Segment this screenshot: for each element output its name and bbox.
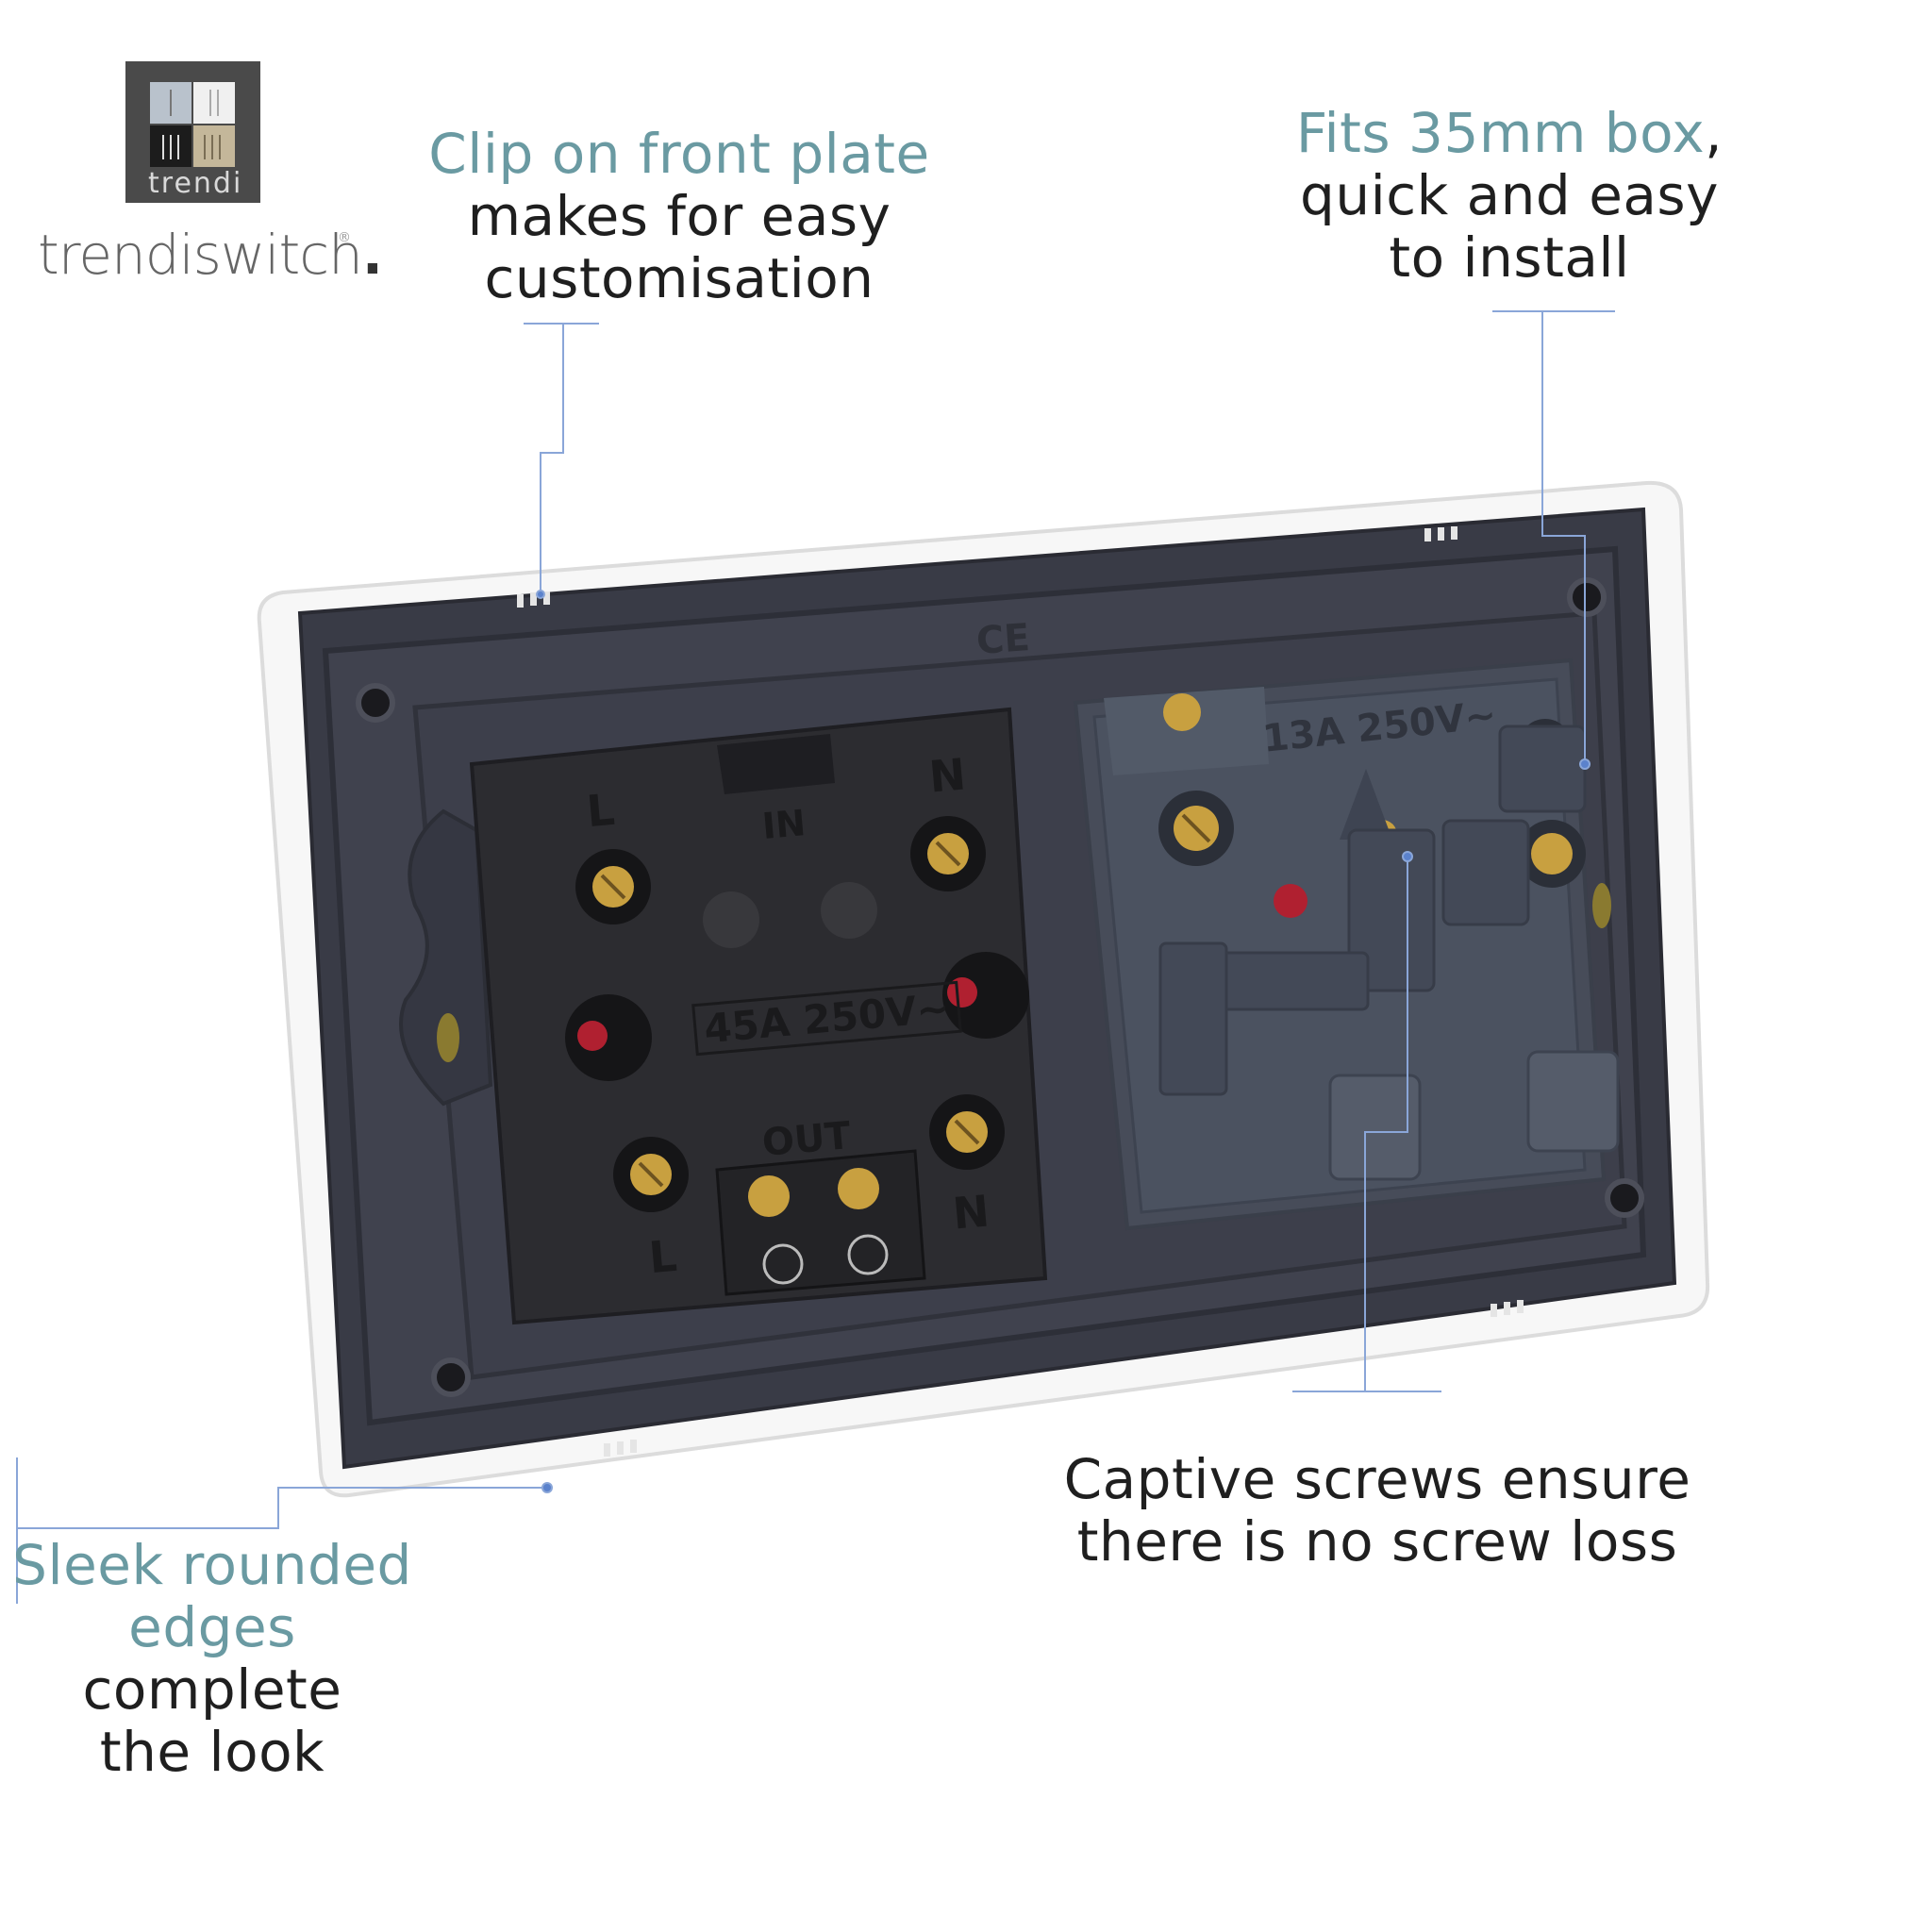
leader-fits-dot bbox=[1579, 758, 1591, 770]
logo-switch-icon bbox=[150, 82, 235, 167]
clip-notch bbox=[1491, 1300, 1524, 1317]
dome bbox=[703, 891, 759, 948]
socket-screw bbox=[1367, 820, 1397, 850]
logo-label: trendi bbox=[148, 167, 243, 200]
right-module-body bbox=[1092, 677, 1587, 1214]
mounting-hole bbox=[1567, 577, 1607, 617]
socket-foot bbox=[1526, 1050, 1620, 1153]
mounting-hole bbox=[1605, 1178, 1644, 1218]
brand-logo: trendi bbox=[125, 61, 260, 203]
terminal-screw-l-bottom bbox=[613, 1137, 689, 1212]
right-module-top-cover bbox=[1104, 687, 1269, 775]
callout-fits-comma: , bbox=[1705, 101, 1724, 165]
callout-sleek-line3: the look bbox=[99, 1720, 325, 1784]
socket-bar bbox=[1158, 941, 1228, 1096]
socket-bar bbox=[1168, 951, 1370, 1011]
clip-notch bbox=[517, 591, 550, 608]
callout-captive-screws: Captive screws ensure there is no screw … bbox=[1038, 1448, 1717, 1573]
back-plate-inner-rim bbox=[322, 545, 1647, 1426]
callout-sleek-accent-2: edges bbox=[128, 1595, 296, 1659]
terminal-screw-n-top bbox=[910, 816, 986, 891]
socket-red-terminal bbox=[1274, 884, 1307, 918]
left-module-label-out: OUT bbox=[760, 1114, 853, 1165]
terminal-screw-n-bottom bbox=[929, 1094, 1005, 1170]
callout-fits-35mm-box: Fits 35mm box, quick and easy to install bbox=[1245, 102, 1774, 289]
callout-sleek-accent-1: Sleek rounded bbox=[12, 1533, 412, 1597]
leader-fits bbox=[1492, 310, 1615, 759]
socket-screw bbox=[1518, 820, 1586, 888]
socket-pin-block bbox=[1498, 724, 1587, 813]
socket-earth-pin bbox=[1340, 769, 1392, 840]
left-module-label-n-bottom: N bbox=[950, 1185, 991, 1240]
leader-sleek-dot bbox=[541, 1482, 553, 1493]
callout-clip-line2: makes for easy bbox=[467, 184, 891, 248]
right-slot bbox=[1592, 883, 1611, 928]
leader-clip-dot bbox=[536, 590, 545, 599]
leader-captive-dot bbox=[1402, 851, 1413, 862]
mounting-hole bbox=[356, 683, 395, 723]
callout-captive-line2: there is no screw loss bbox=[1076, 1509, 1678, 1574]
terminal-screw-l-mid bbox=[565, 994, 652, 1081]
mounting-hole bbox=[431, 1357, 471, 1397]
earth-screw bbox=[748, 1168, 879, 1217]
left-module-label-l-bottom: L bbox=[646, 1229, 679, 1284]
socket-screw bbox=[1163, 693, 1201, 731]
side-rib bbox=[399, 808, 493, 1107]
wordmark-text: trendiswitch bbox=[38, 223, 363, 287]
callout-clip-accent: Clip on front plate bbox=[428, 122, 930, 186]
clip-notch bbox=[604, 1440, 637, 1457]
socket-pin-block bbox=[1347, 828, 1436, 992]
earth-icon bbox=[762, 1234, 889, 1285]
callout-sleek-rounded-edges: Sleek rounded edges complete the look bbox=[0, 1534, 425, 1783]
dome bbox=[821, 882, 877, 939]
trademark-mark: ® bbox=[338, 230, 351, 245]
left-module-label-n-top: N bbox=[926, 748, 968, 803]
socket-screw bbox=[1355, 923, 1419, 987]
ce-mark: CE bbox=[974, 616, 1032, 663]
callout-clip-on-front-plate: Clip on front plate makes for easy custo… bbox=[415, 123, 943, 309]
socket-screw bbox=[1519, 719, 1572, 772]
left-module-tab bbox=[717, 734, 835, 794]
wordmark-dot: . bbox=[361, 223, 383, 287]
callout-fits-line2: quick and easy bbox=[1300, 163, 1719, 227]
right-module-rating: 13A 250V~ bbox=[1260, 693, 1499, 761]
callout-fits-line3: to install bbox=[1389, 225, 1630, 290]
out-terminal-block bbox=[715, 1149, 926, 1296]
leader-captive bbox=[1292, 860, 1441, 1392]
brand-wordmark: trendiswitch. bbox=[38, 223, 383, 287]
socket-screw bbox=[1158, 791, 1234, 866]
callout-captive-line1: Captive screws ensure bbox=[1063, 1447, 1691, 1511]
socket-pin-block bbox=[1441, 819, 1530, 926]
leader-clip bbox=[524, 323, 599, 591]
left-module-label-in: IN bbox=[760, 802, 808, 847]
left-module-label-l-top: L bbox=[584, 783, 617, 838]
left-module-rating: 45A 250V~ bbox=[691, 980, 962, 1057]
callout-clip-line3: customisation bbox=[484, 246, 874, 310]
terminal-screw-l-top bbox=[575, 849, 651, 924]
clip-notch bbox=[1424, 526, 1457, 541]
callout-sleek-rest-2: complete bbox=[82, 1657, 342, 1722]
side-slot bbox=[437, 1013, 459, 1062]
callout-fits-accent: Fits 35mm box bbox=[1295, 101, 1706, 165]
socket-foot bbox=[1328, 1074, 1422, 1181]
